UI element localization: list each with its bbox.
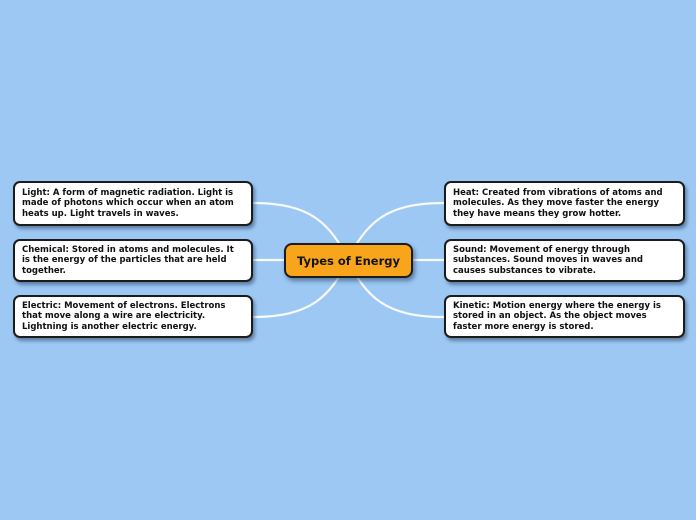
node-electric[interactable]: Electric: Movement of electrons. Electro…: [13, 295, 253, 338]
node-types-of-energy[interactable]: Types of Energy: [284, 243, 413, 278]
node-light-text: Light: A form of magnetic radiation. Lig…: [22, 187, 234, 219]
node-kinetic[interactable]: Kinetic: Motion energy where the energy …: [444, 295, 685, 338]
node-sound-text: Sound: Movement of energy through substa…: [453, 244, 643, 276]
node-electric-text: Electric: Movement of electrons. Electro…: [22, 300, 226, 332]
node-chemical[interactable]: Chemical: Stored in atoms and molecules.…: [13, 239, 253, 282]
node-sound[interactable]: Sound: Movement of energy through substa…: [444, 239, 685, 282]
root-node-label: Types of Energy: [296, 253, 400, 268]
node-heat-text: Heat: Created from vibrations of atoms a…: [453, 187, 663, 219]
node-light[interactable]: Light: A form of magnetic radiation. Lig…: [13, 181, 253, 226]
node-kinetic-text: Kinetic: Motion energy where the energy …: [453, 300, 661, 332]
node-chemical-text: Chemical: Stored in atoms and molecules.…: [22, 244, 234, 276]
node-heat[interactable]: Heat: Created from vibrations of atoms a…: [444, 181, 685, 226]
